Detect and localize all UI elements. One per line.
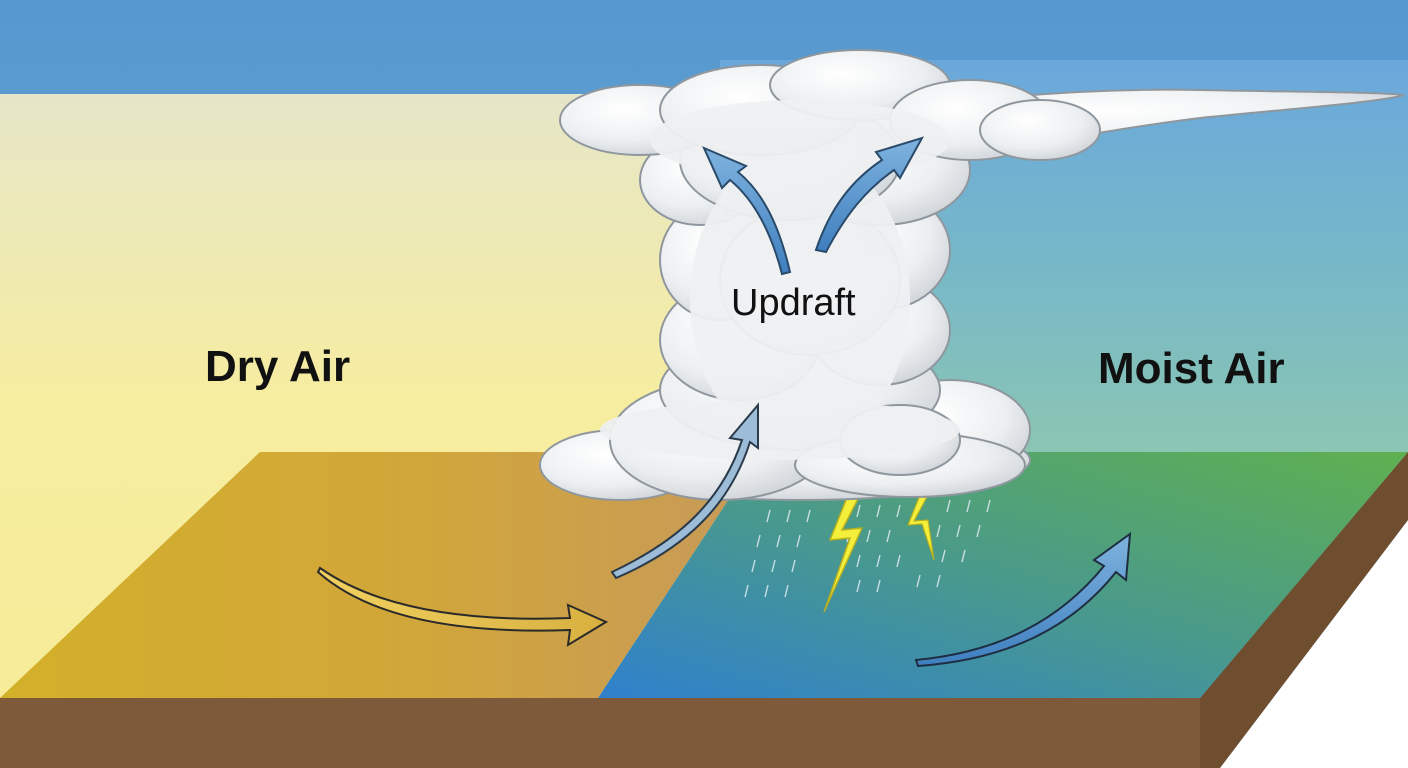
arrow-icon [610, 402, 759, 580]
dry-air-label: Dry Air [205, 342, 351, 391]
lightning-icon [823, 494, 864, 613]
cloud-fill [600, 100, 960, 460]
rain-icon [744, 499, 991, 598]
wet-land [598, 452, 1408, 698]
arrow-icon [914, 531, 1132, 668]
arrow-icon [814, 136, 925, 254]
arrow-icon [316, 566, 609, 647]
moist-air-label: Moist Air [1098, 344, 1285, 393]
soil-front [0, 698, 1200, 768]
updraft-label: Updraft [731, 282, 856, 324]
lightning-icon [907, 494, 935, 561]
soil-side [1200, 452, 1408, 768]
arrow-icon [702, 146, 792, 276]
